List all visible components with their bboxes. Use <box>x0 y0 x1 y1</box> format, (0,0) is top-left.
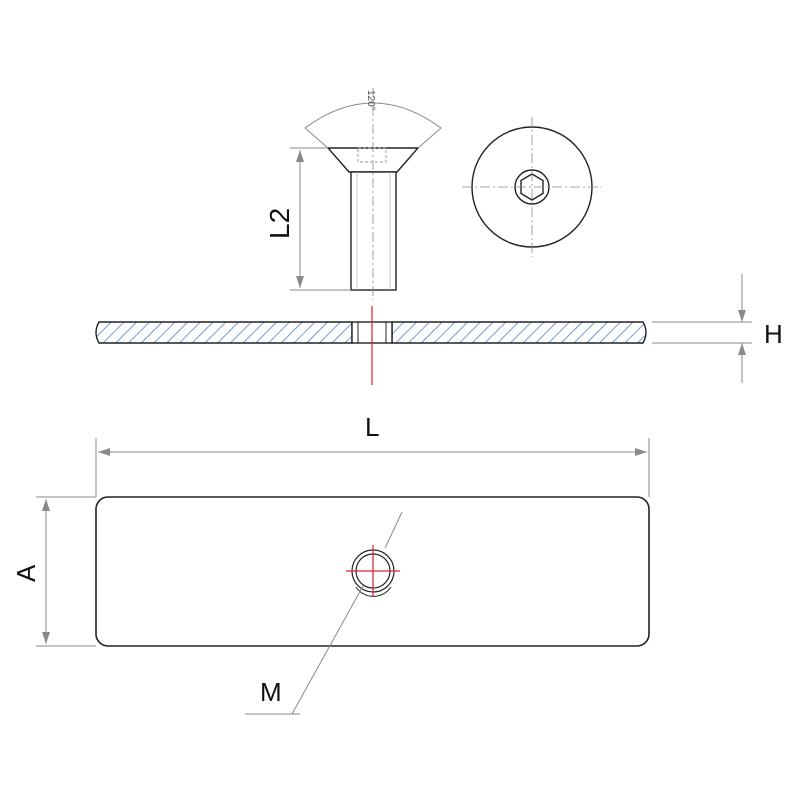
thread-leader <box>245 511 403 715</box>
plate-width-dimension <box>36 496 96 647</box>
screw-shank <box>350 171 397 291</box>
plate-section-view <box>95 306 647 385</box>
thread-label: M <box>260 677 282 707</box>
plate-width-label: A <box>11 564 41 582</box>
screw-top-view <box>462 117 602 257</box>
plate-section-right <box>391 321 647 344</box>
screw-side-view <box>326 88 420 300</box>
plate-section-left <box>95 321 353 344</box>
hex-socket <box>520 173 544 201</box>
plate-height-label: H <box>764 319 783 349</box>
plate-top-view <box>95 496 650 647</box>
plate-height-dimension <box>652 274 752 383</box>
screw-length-dimension <box>290 147 351 291</box>
screw-length-label: L2 <box>264 208 295 239</box>
hex-socket-hidden <box>357 147 387 163</box>
plate-length-dimension <box>95 438 650 497</box>
head-angle-dimension: 120° <box>304 90 442 149</box>
plate-length-label: L <box>365 412 379 442</box>
head-angle-label: 120° <box>365 90 376 111</box>
